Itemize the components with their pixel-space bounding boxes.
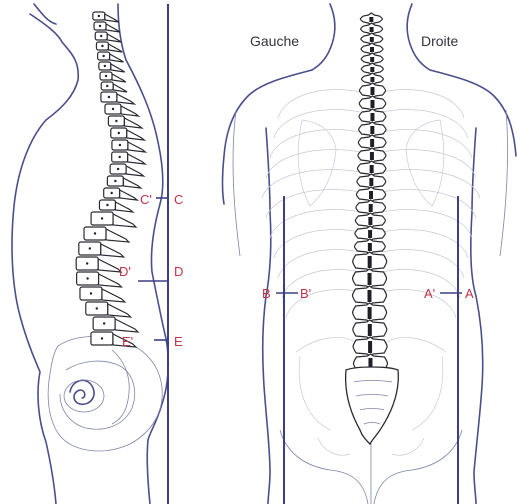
side-neck-outline bbox=[34, 4, 56, 24]
side-vertebra bbox=[86, 302, 131, 317]
label-e-prime: E' bbox=[122, 334, 133, 349]
label-a-prime: A' bbox=[424, 286, 435, 301]
side-vertebra bbox=[111, 128, 144, 140]
back-vertebra bbox=[353, 252, 387, 271]
label-e: E bbox=[174, 334, 183, 349]
side-vertebra bbox=[80, 287, 125, 302]
side-vertebra bbox=[110, 164, 143, 176]
back-buttock-right bbox=[374, 430, 462, 504]
side-vertebra bbox=[101, 92, 134, 104]
side-vertebra bbox=[112, 152, 145, 164]
side-vertebra bbox=[99, 200, 132, 212]
side-vertebra bbox=[107, 176, 140, 188]
side-vertebra bbox=[101, 82, 127, 92]
label-a: A bbox=[465, 286, 474, 301]
back-buttock-left bbox=[280, 430, 368, 504]
back-neck-left bbox=[312, 4, 335, 70]
side-vertebra bbox=[84, 227, 129, 242]
back-vertebra bbox=[353, 303, 387, 322]
side-vertebra bbox=[77, 272, 122, 287]
back-vertebra bbox=[353, 286, 387, 305]
side-vertebra bbox=[104, 188, 137, 200]
side-vertebra bbox=[91, 212, 136, 227]
label-c: C bbox=[174, 192, 183, 207]
label-b: B bbox=[262, 286, 271, 301]
side-vertebra bbox=[76, 257, 121, 272]
label-c-prime: C' bbox=[140, 192, 152, 207]
side-vertebra bbox=[79, 242, 124, 257]
side-label-left: Gauche bbox=[250, 33, 299, 49]
side-vertebra bbox=[93, 12, 119, 22]
side-vertebra bbox=[99, 62, 125, 72]
side-vertebra bbox=[96, 42, 122, 52]
side-vertebra bbox=[94, 22, 120, 32]
label-d: D bbox=[174, 264, 183, 279]
side-vertebra bbox=[100, 72, 126, 82]
side-body-front-outline bbox=[12, 14, 78, 504]
side-vertebra bbox=[95, 32, 121, 42]
side-vertebra bbox=[112, 140, 145, 152]
back-arm-right bbox=[500, 110, 508, 256]
side-ilium bbox=[60, 361, 135, 429]
side-vertebra bbox=[105, 104, 138, 116]
label-b-prime: B' bbox=[300, 286, 311, 301]
side-vertebra bbox=[93, 317, 138, 332]
back-view: Gauche Droite B B' A' A bbox=[223, 4, 517, 504]
back-spine bbox=[353, 13, 388, 373]
back-arm-left bbox=[233, 110, 240, 256]
back-vertebra bbox=[353, 337, 387, 356]
back-vertebra bbox=[353, 269, 387, 288]
side-spine bbox=[76, 12, 145, 347]
label-d-prime: D' bbox=[119, 264, 131, 279]
side-vertebra bbox=[98, 52, 124, 62]
side-vertebra bbox=[108, 116, 141, 128]
side-view: C' C D' D E' E bbox=[12, 4, 183, 504]
side-label-right: Droite bbox=[421, 33, 459, 49]
side-sacrum-curve bbox=[112, 350, 129, 424]
back-vertebra bbox=[353, 320, 387, 339]
side-buttock-outline bbox=[48, 336, 162, 451]
side-hip-joint bbox=[70, 380, 94, 404]
side-body-back-outline bbox=[118, 4, 168, 504]
back-sacrum bbox=[346, 367, 399, 444]
